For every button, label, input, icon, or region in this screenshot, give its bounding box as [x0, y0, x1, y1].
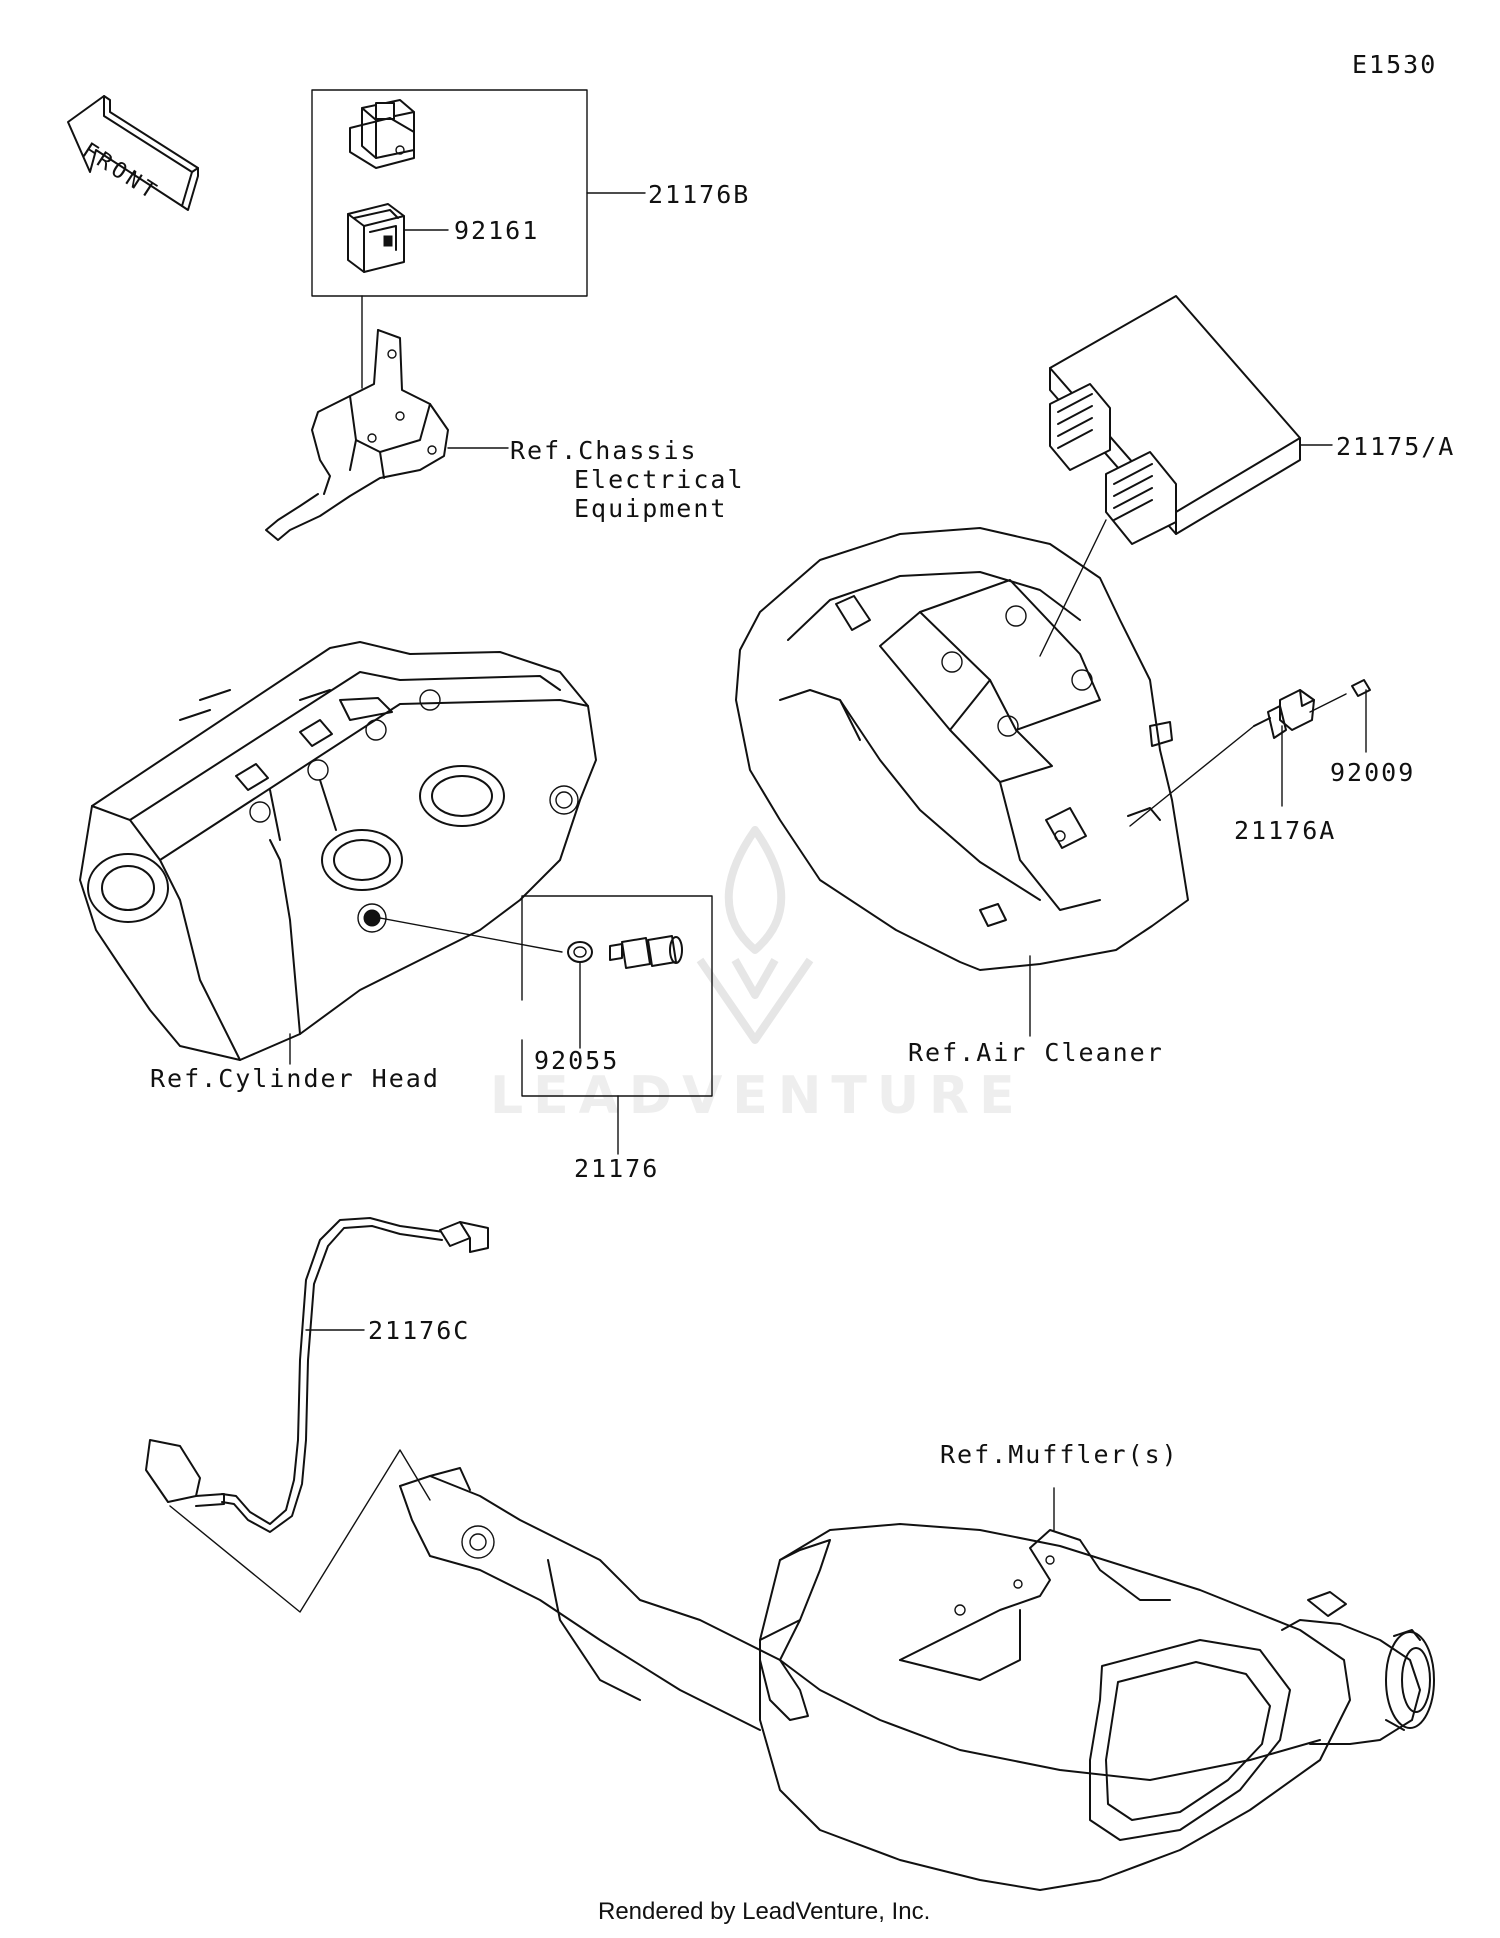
- o2-sensor-21176C-icon: [145, 1217, 489, 1533]
- washer-92055-icon: [567, 941, 593, 963]
- air-cleaner-icon: [735, 527, 1189, 971]
- relay-socket-92161-icon: [347, 203, 405, 273]
- part-label-21176A[interactable]: 21176A: [1234, 816, 1337, 845]
- diagram-code: E1530: [1352, 50, 1438, 79]
- part-label-92009[interactable]: 92009: [1330, 758, 1416, 787]
- temp-sensor-21176-icon: [609, 935, 683, 969]
- part-label-21175A[interactable]: 21175/A: [1336, 432, 1456, 461]
- ref-chassis-electrical[interactable]: Ref.Chassis Electrical Equipment: [510, 436, 745, 523]
- bracket-icon: [265, 329, 449, 541]
- front-arrow-icon: [67, 95, 199, 211]
- ref-chassis-line-3: Equipment: [574, 494, 728, 523]
- part-label-92161[interactable]: 92161: [454, 216, 540, 245]
- part-label-21176B[interactable]: 21176B: [648, 180, 751, 209]
- exhaust-muffler-icon: [169, 1449, 1435, 1891]
- part-label-92055[interactable]: 92055: [534, 1046, 620, 1075]
- sensor-21176A-icon: [1253, 689, 1315, 739]
- ref-mufflers[interactable]: Ref.Muffler(s): [940, 1440, 1179, 1469]
- ref-air-cleaner[interactable]: Ref.Air Cleaner: [908, 1038, 1164, 1067]
- ecu-icon: [1049, 295, 1301, 545]
- ref-chassis-line-1: Ref.Chassis: [510, 436, 698, 465]
- ref-cylinder-head[interactable]: Ref.Cylinder Head: [150, 1064, 440, 1093]
- part-label-21176C[interactable]: 21176C: [368, 1316, 471, 1345]
- box-21176: [521, 895, 713, 1097]
- ref-chassis-line-2: Electrical: [574, 465, 745, 494]
- bolt-92009-icon: [1309, 679, 1371, 713]
- footer-credit: Rendered by LeadVenture, Inc.: [598, 1898, 931, 1925]
- leadventure-logo-icon: [696, 826, 814, 1044]
- relay-icon: [349, 99, 415, 169]
- cylinder-head-icon: [79, 641, 597, 1061]
- part-label-21176[interactable]: 21176: [574, 1154, 660, 1183]
